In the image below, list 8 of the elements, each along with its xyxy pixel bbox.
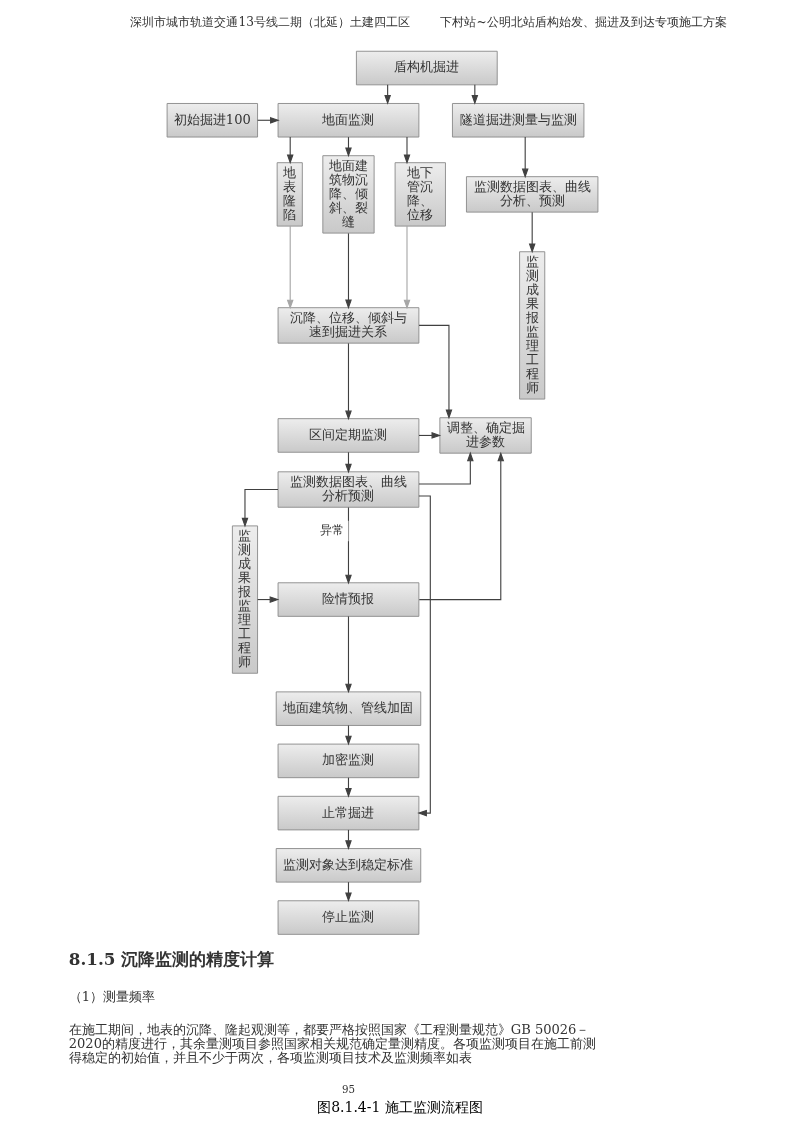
- label: 8.1.5 沉降监测的精度计算: [68, 949, 275, 970]
- label: 下村站~公明北站盾构始发、掘进及到达专项施工方案: [440, 14, 727, 29]
- label: 95: [341, 1082, 355, 1095]
- caption: 图8.1.4-1 施工监测流程图: [317, 1098, 483, 1115]
- label: 深圳市城市轨道交通13号线二期（北延）土建四工区: [130, 14, 410, 29]
- edge-label: 异常: [320, 523, 345, 538]
- label: （1）测量频率: [68, 989, 156, 1005]
- label: 在施工期间，地表的沉降、隆起观测等，都要严格按照国家《工程测量规范》GB 50026－2020的精度进行，其余量测项目参照国家相关规范确定量测精度。各项监测项目在施工前测得稳定的初始值，并且不少于两次，各项监测项目技术及监测频率如表: [68, 1021, 596, 1065]
